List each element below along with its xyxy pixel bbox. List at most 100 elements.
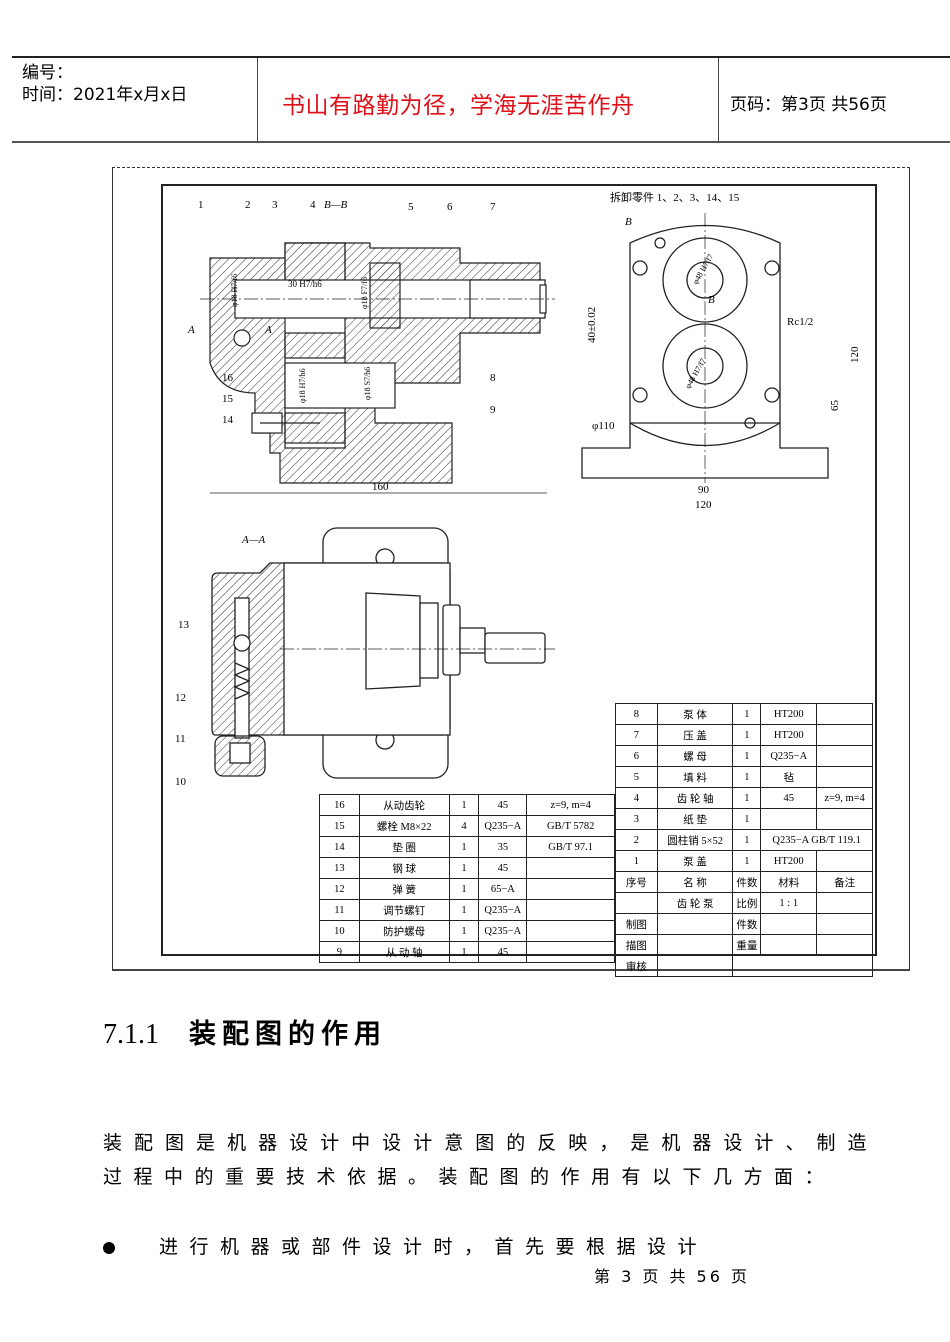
bom-cell: 1 (448, 878, 480, 900)
dim-fit-18-b: φ18 F7/f6 (360, 277, 369, 309)
title-block-scale: 1 : 1 (760, 892, 818, 914)
section-bb-title: B—B (324, 199, 348, 211)
section-number: 7.1.1 (103, 1019, 159, 1050)
bom-cell (526, 920, 615, 942)
bom-cell: 1 (448, 794, 480, 816)
dim-fit-18-d: φ18 S7/h6 (363, 367, 372, 400)
side-view (581, 213, 829, 483)
bom-cell: Q235−A GB/T 119.1 (760, 829, 873, 851)
bom-header-cell: 材料 (760, 871, 818, 893)
part-label-6: 6 (447, 201, 453, 213)
bom-cell: 4 (448, 815, 480, 837)
dim-fit-30: 30 H7/h6 (288, 279, 322, 289)
section-view-aa (211, 527, 555, 779)
bom-cell: 2 (615, 829, 658, 851)
bom-cell: Q235−A (478, 815, 528, 837)
part-label-12: 12 (175, 692, 186, 704)
section-mark-a: A (264, 324, 272, 336)
dim-120-height: 120 (849, 346, 861, 363)
bom-cell: 1 (732, 808, 762, 830)
header-meta: 编号： 时间：2021年x月x日 (22, 62, 187, 106)
part-label-11: 11 (175, 733, 186, 745)
section-mark-b: B (708, 294, 715, 306)
dim-160: 160 (372, 481, 389, 493)
dim-40: 40±0.02 (586, 307, 598, 343)
dim-65: 65 (829, 400, 841, 412)
bom-cell: 16 (319, 794, 360, 816)
bom-cell: 弹 簧 (358, 878, 450, 900)
part-label-14: 14 (222, 414, 234, 426)
bom-cell: 5 (615, 766, 658, 788)
bom-cell: 从 动 轴 (358, 941, 450, 963)
bom-cell: 调节螺钉 (358, 899, 450, 921)
bom-header-cell: 件数 (732, 871, 762, 893)
bom-cell: 1 (732, 724, 762, 746)
bom-cell: GB/T 97.1 (526, 836, 615, 858)
part-label-9: 9 (490, 404, 496, 416)
bom-cell (816, 724, 873, 746)
bom-cell: 1 (732, 766, 762, 788)
body-paragraph: 装配图是机器设计中设计意图的反映，是机器设计、制造过程中的重要技术依据。装配图的… (103, 1132, 878, 1188)
page-header: 编号： 时间：2021年x月x日 书山有路勤为径，学海无涯苦作舟 页码：第3页 … (12, 56, 950, 143)
part-label-15: 15 (222, 393, 234, 405)
header-motto: 书山有路勤为径，学海无涯苦作舟 (282, 93, 635, 119)
assembly-drawing: 1 2 3 4 B—B 5 6 7 8 9 16 15 14 A A 160 3… (161, 184, 877, 956)
dim-fit-18-c: φ18 H7/h6 (298, 368, 307, 403)
bom-cell: 1 (615, 850, 658, 872)
bom-cell (526, 857, 615, 879)
title-block-count: 件数 (732, 913, 762, 935)
bullet-item: 进行机器或部件设计时，首先要根据设计 (103, 1232, 708, 1259)
bom-cell (816, 766, 873, 788)
dim-120-width: 120 (695, 499, 712, 511)
bom-cell (526, 878, 615, 900)
bom-cell (526, 941, 615, 963)
part-label-2: 2 (245, 199, 251, 211)
title-block-weight: 重量 (732, 934, 762, 956)
dim-fit-18-a: φ18 H7/f6 (230, 274, 239, 307)
disassembly-note: 拆卸零件 1、2、3、14、15 (610, 190, 740, 204)
dim-fit-48-a: φ48 H7/f7 (691, 253, 715, 286)
bom-cell: 1 (732, 829, 762, 851)
bom-cell: 15 (319, 815, 360, 837)
bom-cell: 6 (615, 745, 658, 767)
bom-cell: 1 (732, 850, 762, 872)
bom-cell (816, 745, 873, 767)
dim-rc: Rc1/2 (787, 316, 813, 328)
bom-cell: 7 (615, 724, 658, 746)
bom-cell: 9 (319, 941, 360, 963)
bom-cell: HT200 (760, 703, 818, 725)
bom-cell: 1 (448, 899, 480, 921)
bom-cell: 1 (448, 920, 480, 942)
section-bb-labels: 1 2 3 4 B—B 5 6 7 8 9 16 15 14 A A 160 3… (187, 199, 496, 493)
bom-cell: 11 (319, 899, 360, 921)
bom-cell (816, 808, 873, 830)
bom-cell: 螺 母 (656, 745, 734, 767)
header-divider (257, 58, 258, 141)
number-label: 编号： (22, 63, 73, 83)
bom-cell: 10 (319, 920, 360, 942)
header-page-label: 页码：第3页 共56页 (730, 95, 887, 115)
bom-cell: 12 (319, 878, 360, 900)
bom-header-row: 序号 名 称 件数 材料 备注 (615, 871, 873, 893)
dim-90: 90 (698, 484, 710, 496)
bom-cell (526, 899, 615, 921)
bom-cell: GB/T 5782 (526, 815, 615, 837)
bom-cell: 防护螺母 (358, 920, 450, 942)
bom-cell: 1 (448, 857, 480, 879)
section-mark-b: B (625, 216, 632, 228)
bom-cell: z=9, m=4 (816, 787, 873, 809)
bullet-icon (103, 1241, 115, 1254)
bom-header-cell: 备注 (816, 871, 873, 893)
bom-cell (816, 703, 873, 725)
bom-cell: 齿 轮 轴 (656, 787, 734, 809)
